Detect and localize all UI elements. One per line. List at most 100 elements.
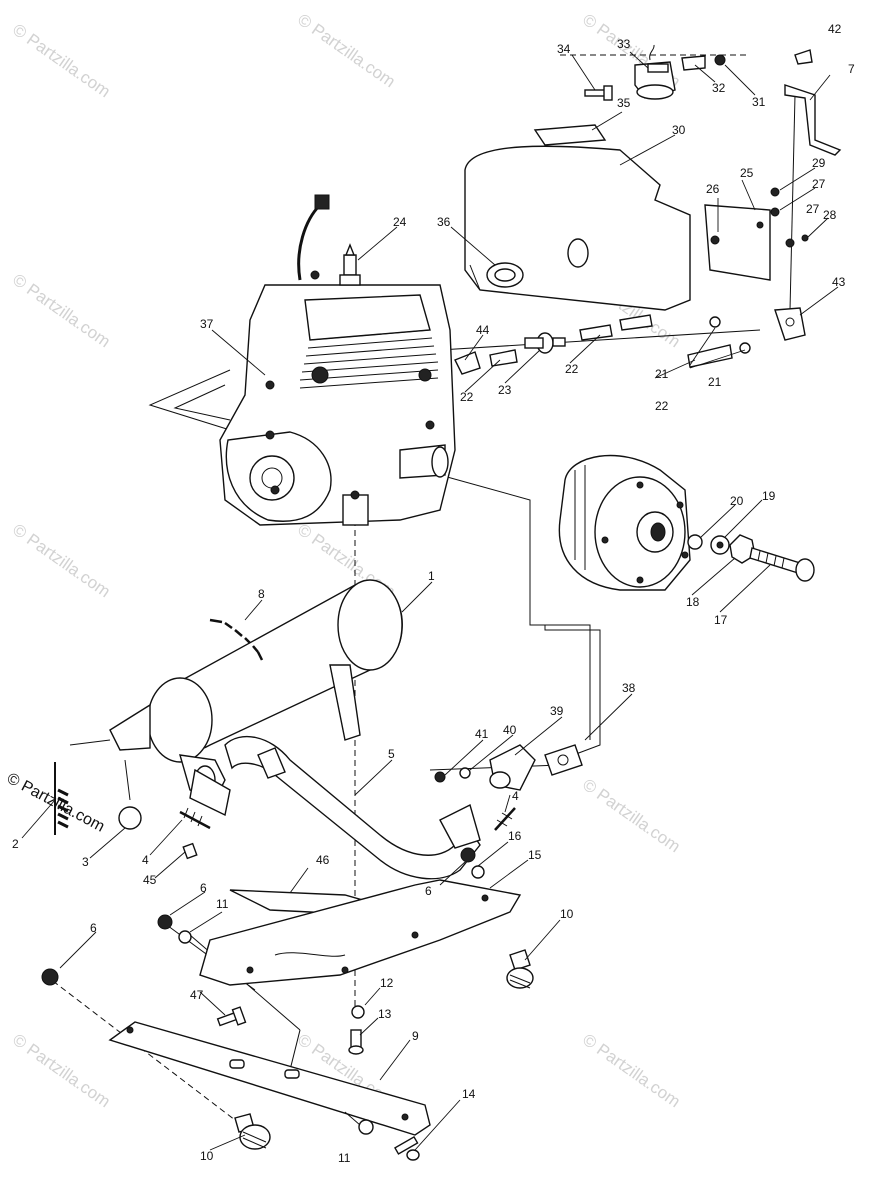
callout-8: 8	[258, 587, 265, 601]
washer	[471, 865, 485, 879]
fitting	[454, 351, 481, 375]
exhaust-pipe	[189, 735, 481, 880]
washer	[178, 930, 192, 944]
spark-plug	[339, 243, 361, 286]
callout-29: 29	[812, 156, 826, 170]
callout-22: 22	[565, 362, 579, 376]
callout-36: 36	[437, 215, 451, 229]
washer	[358, 1119, 374, 1135]
spring-bolt	[179, 807, 211, 830]
callout-27: 27	[812, 177, 826, 191]
callout-2: 2	[12, 837, 19, 851]
callout-7: 7	[848, 62, 855, 76]
ignition-coil	[634, 44, 676, 100]
damper	[118, 806, 142, 830]
callout-34: 34	[557, 42, 571, 56]
callout-42: 42	[828, 22, 842, 36]
callout-27: 27	[806, 202, 820, 216]
clutch-bolt	[749, 547, 815, 582]
callout-3: 3	[82, 855, 89, 869]
spring	[209, 618, 264, 661]
stud	[182, 842, 198, 860]
callout-5: 5	[388, 747, 395, 761]
washer	[687, 534, 703, 550]
callout-9: 9	[412, 1029, 419, 1043]
bracket	[784, 84, 842, 156]
callout-6: 6	[200, 881, 207, 895]
washer	[770, 187, 780, 197]
callout-13: 13	[378, 1007, 392, 1021]
callout-15: 15	[528, 848, 542, 862]
screw	[785, 238, 795, 248]
callout-20: 20	[730, 494, 744, 508]
callout-10: 10	[200, 1149, 214, 1163]
callout-11: 11	[216, 897, 229, 911]
washer	[459, 767, 471, 779]
callout-18: 18	[686, 595, 700, 609]
callout-45: 45	[143, 873, 157, 887]
rubber-mount	[234, 1113, 271, 1150]
engine-plate	[199, 879, 522, 986]
callout-44: 44	[476, 323, 490, 337]
callout-26: 26	[706, 182, 720, 196]
callout-43: 43	[832, 275, 846, 289]
muffler	[109, 579, 403, 801]
callout-47: 47	[190, 988, 204, 1002]
callout-33: 33	[617, 37, 631, 51]
callout-4: 4	[142, 853, 149, 867]
nut	[460, 847, 476, 863]
callout-1: 1	[428, 569, 435, 583]
callout-numbers: 1 2 3 4 4 5 6 6 6 7 8 9 10 10 11 11 12 1…	[12, 22, 855, 1165]
hose-clamp	[709, 316, 721, 328]
bolt	[216, 1006, 247, 1027]
callout-16: 16	[508, 829, 522, 843]
drive-clutch	[558, 454, 691, 591]
callout-10: 10	[560, 907, 574, 921]
primer-cap	[794, 49, 813, 65]
exhaust-gasket	[544, 744, 583, 776]
callout-39: 39	[550, 704, 564, 718]
callout-31: 31	[752, 95, 766, 109]
nut	[714, 54, 726, 66]
bolt	[348, 1029, 364, 1055]
callout-25: 25	[740, 166, 754, 180]
spring	[54, 762, 69, 835]
nut	[434, 771, 446, 783]
fuel-line	[489, 314, 733, 368]
mount-bar	[108, 1021, 431, 1136]
washer	[770, 207, 780, 217]
engine-assembly	[219, 194, 456, 526]
coil-bracket	[681, 55, 706, 71]
grommet	[486, 262, 524, 288]
washer	[716, 541, 724, 549]
callout-21: 21	[708, 375, 722, 389]
callout-35: 35	[617, 96, 631, 110]
bracket	[704, 204, 771, 281]
callout-40: 40	[503, 723, 517, 737]
spring-bolt	[494, 807, 516, 831]
callout-28: 28	[823, 208, 837, 222]
callout-19: 19	[762, 489, 776, 503]
callout-30: 30	[672, 123, 686, 137]
callout-11: 11	[338, 1151, 351, 1165]
callout-14: 14	[462, 1087, 476, 1101]
callout-46: 46	[316, 853, 330, 867]
rubber-mount	[506, 949, 534, 989]
callout-12: 12	[380, 976, 394, 990]
callout-38: 38	[622, 681, 636, 695]
callout-24: 24	[393, 215, 407, 229]
fuel-filter	[524, 332, 566, 354]
callout-23: 23	[498, 383, 512, 397]
nut	[157, 914, 173, 930]
leader-lines	[21, 51, 839, 1151]
fuel-valve	[774, 307, 806, 341]
decal	[533, 124, 607, 146]
callout-37: 37	[200, 317, 214, 331]
screw	[584, 85, 613, 101]
callout-22: 22	[460, 390, 474, 404]
callout-41: 41	[475, 727, 489, 741]
callout-6: 6	[90, 921, 97, 935]
callout-22: 22	[655, 399, 669, 413]
callout-32: 32	[712, 81, 726, 95]
